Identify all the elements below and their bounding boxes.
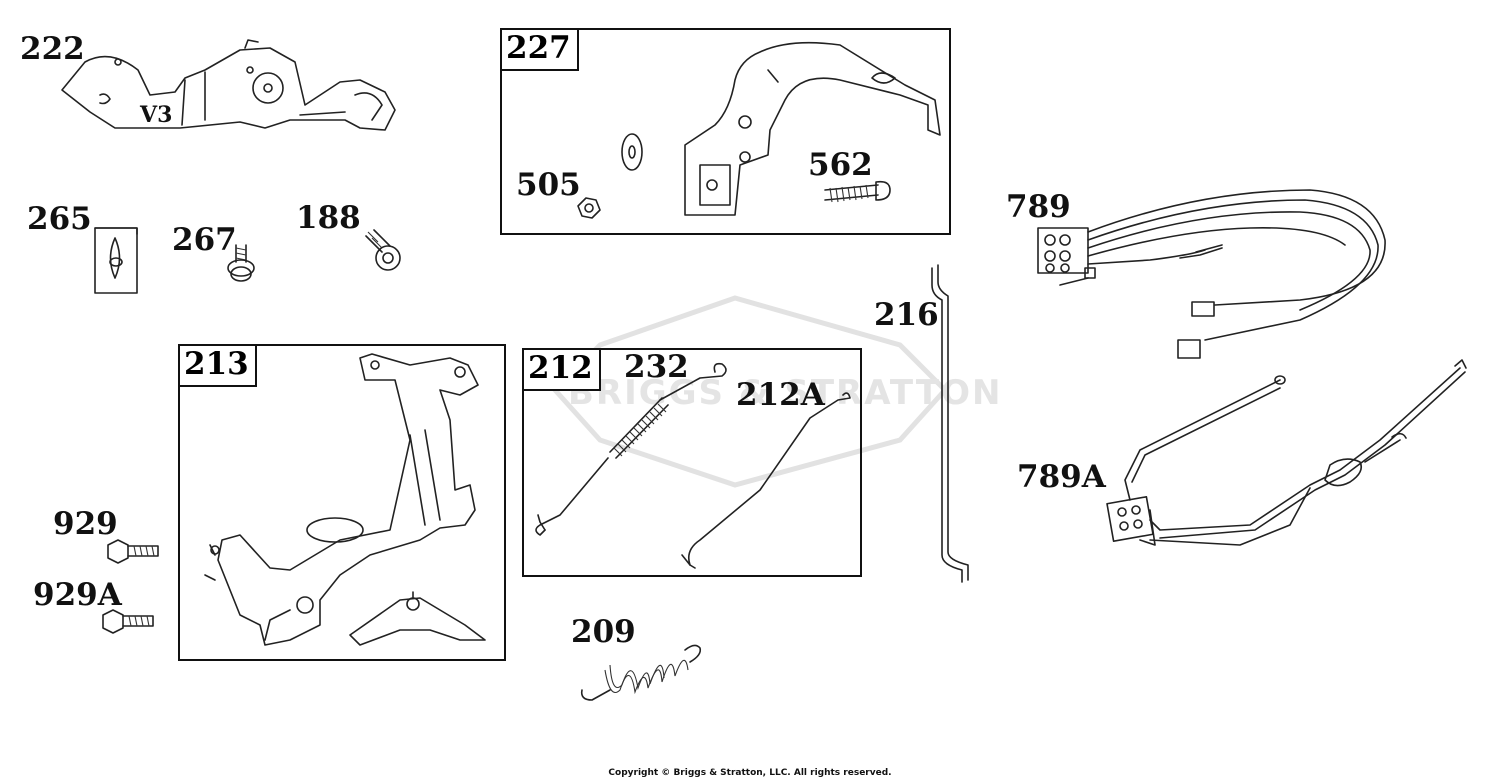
part-222-bracket	[61, 39, 396, 131]
label-222: 222	[20, 31, 85, 67]
part-188-screw	[365, 229, 401, 271]
box-213-tag: 213	[178, 344, 257, 387]
brand-watermark: BRIGGS & STRATTON	[551, 295, 1002, 488]
box-212-tag: 212	[522, 348, 601, 391]
copyright-notice: Copyright © Briggs & Stratton, LLC. All …	[608, 768, 892, 778]
label-789: 789	[1006, 189, 1071, 225]
part-789a-harness	[1106, 359, 1467, 546]
part-216-rod	[931, 264, 969, 583]
label-505: 505	[516, 167, 581, 203]
label-209: 209	[571, 614, 636, 650]
part-929-bolt	[107, 539, 159, 564]
label-212a: 212A	[736, 377, 825, 413]
label-188: 188	[296, 200, 361, 236]
box-227: 227	[500, 28, 951, 235]
part-265-clip	[94, 227, 138, 294]
label-v3: V3	[140, 102, 173, 128]
part-209-spring	[580, 644, 702, 701]
part-267-screw	[227, 244, 255, 282]
part-212a-link	[681, 392, 851, 569]
part-505-washer-nut	[577, 133, 643, 219]
box-212: 212	[522, 348, 862, 577]
box-227-tag: 227	[500, 28, 579, 71]
label-929a: 929A	[33, 577, 122, 613]
part-227-lever	[684, 41, 941, 216]
part-232-spring	[535, 362, 727, 536]
box-213: 213	[178, 344, 506, 661]
label-267: 267	[172, 222, 237, 258]
part-789-harness	[1037, 189, 1386, 359]
label-789a: 789A	[1017, 459, 1106, 495]
part-562-screw	[824, 180, 891, 203]
label-232: 232	[624, 349, 689, 385]
label-929: 929	[53, 506, 118, 542]
label-562: 562	[808, 147, 873, 183]
watermark-text: BRIGGS & STRATTON	[568, 373, 1002, 413]
part-929a-bolt	[102, 609, 154, 634]
part-213-bracket	[204, 353, 486, 646]
label-265: 265	[27, 201, 92, 237]
label-216: 216	[874, 297, 939, 333]
